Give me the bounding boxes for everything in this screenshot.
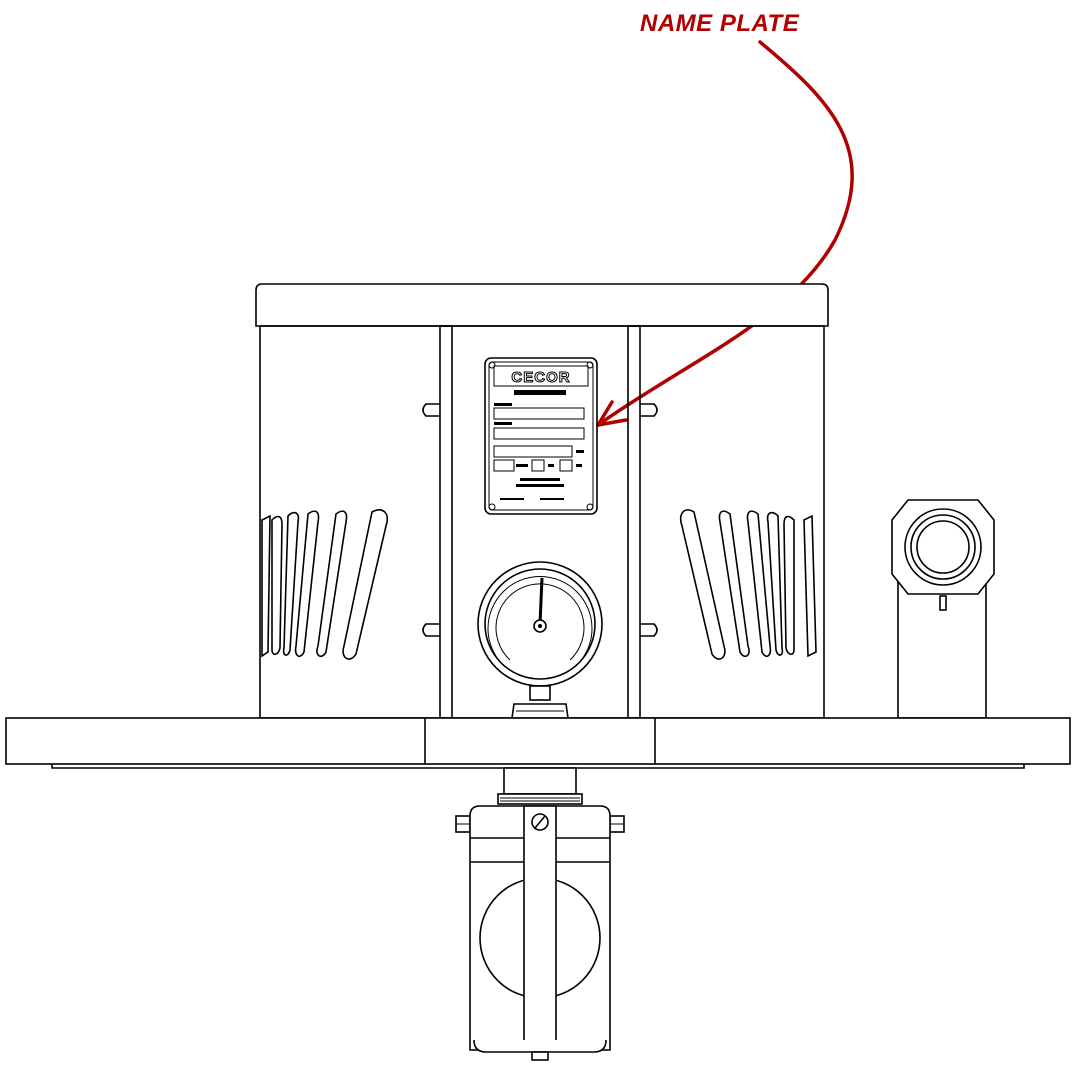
- base-plate: [5, 717, 1071, 769]
- callout-arrow: [596, 40, 854, 427]
- pressure-gauge: [477, 561, 603, 719]
- housing-lid: [255, 283, 829, 327]
- name-plate-logo: CECOR: [511, 369, 570, 386]
- name-plate-callout-label: NAME PLATE: [640, 10, 800, 37]
- left-vent-slots: [261, 509, 388, 660]
- name-plate: CECOR: [484, 357, 598, 515]
- right-vent-slots: [679, 509, 817, 660]
- valve-assembly: [455, 767, 625, 1061]
- pipe-fitting: [891, 499, 995, 719]
